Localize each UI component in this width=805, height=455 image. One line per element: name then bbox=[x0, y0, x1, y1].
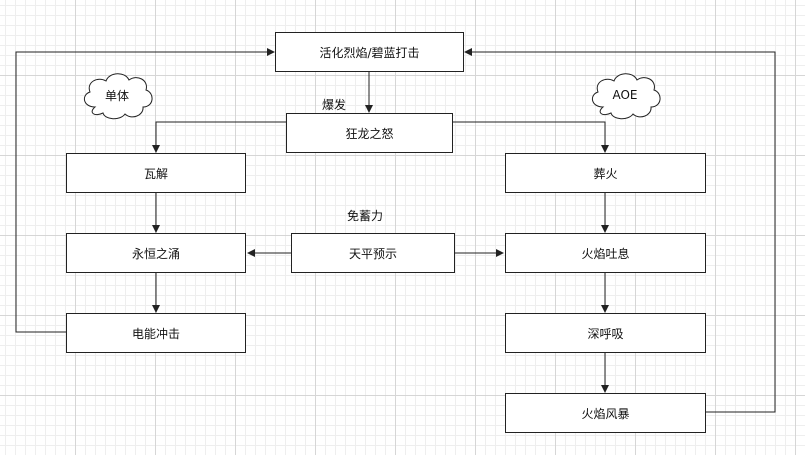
node-pyre: 葬火 bbox=[505, 153, 706, 193]
node-dragon-rage: 狂龙之怒 bbox=[286, 113, 453, 153]
node-eternity-surge: 永恒之涌 bbox=[66, 233, 246, 273]
label-burst: 爆发 bbox=[322, 98, 347, 112]
node-main-skill: 活化烈焰/碧蓝打击 bbox=[275, 32, 464, 72]
label-no-charge: 免蓄力 bbox=[347, 209, 384, 223]
cloud-aoe-label: AOE bbox=[612, 88, 638, 102]
node-tip-the-scales: 天平预示 bbox=[291, 233, 455, 273]
cloud-single-target-label: 单体 bbox=[104, 88, 129, 103]
cloud-single-target: 单体 bbox=[77, 67, 157, 123]
cloud-icon bbox=[591, 73, 661, 120]
cloud-icon bbox=[83, 73, 153, 120]
edge-dragon-rage-to-pyre bbox=[453, 121, 609, 153]
cloud-aoe: AOE bbox=[585, 67, 665, 123]
node-disintegrate: 瓦解 bbox=[66, 153, 246, 193]
node-fire-breath: 火焰吐息 bbox=[505, 233, 706, 273]
node-deep-breath: 深呼吸 bbox=[505, 313, 706, 353]
edge-dragon-rage-to-disintegrate bbox=[152, 121, 286, 153]
edge-firestorm-to-main bbox=[464, 48, 776, 413]
edge-shattering-star-to-main bbox=[15, 48, 275, 333]
node-shattering-star: 电能冲击 bbox=[66, 313, 246, 353]
node-firestorm: 火焰风暴 bbox=[505, 393, 706, 433]
